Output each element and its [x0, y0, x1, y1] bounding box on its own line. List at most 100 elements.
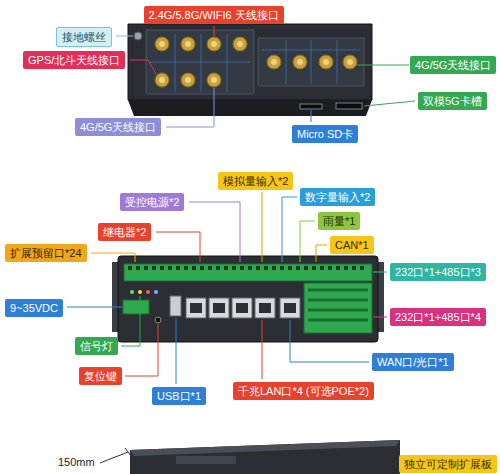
sma-antenna-pin: [271, 59, 277, 65]
router-top-view: [128, 24, 372, 116]
callout-text: 扩展预留口*24: [10, 246, 82, 260]
leader-line: [91, 253, 135, 262]
callout-label: CAN*1: [330, 236, 374, 254]
card-slot: [300, 104, 322, 109]
router-front-panel: [112, 256, 384, 342]
leader-line: [311, 110, 312, 122]
callout-text: 4G/5G天线接口: [80, 120, 156, 134]
router-front-panel: [118, 256, 378, 342]
router-front-panel: [308, 290, 368, 320]
sma-antenna-connector: [293, 55, 307, 69]
callout-text: 独立可定制扩展板: [404, 457, 492, 471]
callout-text: 接地螺丝: [62, 30, 106, 44]
router-front-panel: [304, 283, 372, 333]
leader-line: [214, 26, 215, 36]
callout-text: 232口*1+485口*4: [395, 310, 481, 324]
callout-label: USB口*1: [152, 387, 206, 405]
leader-line: [290, 320, 369, 362]
callout-label: 继电器*2: [98, 223, 151, 241]
leader-line: [67, 307, 123, 308]
callout-label: 独立可定制扩展板: [399, 455, 497, 473]
callout-label: 4G/5G天线接口: [75, 118, 161, 136]
leader-line: [373, 317, 387, 318]
router-front-panel: [155, 317, 161, 323]
card-slot: [336, 103, 362, 109]
callout-text: Micro SD卡: [297, 127, 353, 141]
sma-antenna-connector: [233, 37, 247, 51]
ground-screw: [134, 32, 142, 40]
router-front-panel: [124, 264, 372, 281]
callout-text: 数字量输入*2: [305, 190, 370, 204]
callout-text: USB口*1: [157, 389, 201, 403]
dimension-label: 150mm: [58, 455, 95, 469]
callout-label: 2.4G/5.8G/WIFI6 天线接口: [144, 6, 284, 24]
sma-antenna-pin: [323, 59, 329, 65]
callout-label: 双模5G卡槽: [418, 92, 487, 110]
router-top-view: [128, 100, 372, 116]
callout-text: 受控电源*2: [125, 195, 179, 209]
expansion-board-device: [130, 440, 400, 474]
leader-line: [282, 197, 297, 262]
callout-text: 2.4G/5.8G/WIFI6 天线接口: [149, 8, 279, 22]
router-front-panel: [123, 300, 149, 314]
leader-line: [130, 60, 156, 74]
callout-label: 232口*1+485口*4: [390, 308, 486, 326]
sma-antenna-connector: [267, 55, 281, 69]
callout-label: 扩展预留口*24: [5, 244, 87, 262]
sma-antenna-connector: [319, 55, 333, 69]
callout-label: Micro SD卡: [292, 125, 358, 143]
leader-line: [357, 65, 409, 66]
expansion-board-device: [130, 440, 400, 456]
callout-label: 雨量*1: [318, 212, 360, 230]
leader-line: [121, 296, 140, 346]
router-front-panel: [138, 290, 142, 294]
leader-line: [300, 221, 315, 262]
callout-label: 千兆LAN口*4 (可选POE*2): [233, 382, 374, 400]
leader-line: [156, 232, 200, 262]
callout-text: 复位键: [84, 369, 117, 383]
leader-line: [373, 272, 387, 273]
router-front-panel: [146, 290, 150, 294]
callout-label: 4G/5G天线接口: [410, 56, 496, 74]
callout-text: CAN*1: [335, 238, 369, 252]
router-top-view: [128, 24, 372, 100]
callout-label: 信号灯: [75, 337, 118, 355]
sma-antenna-pin: [185, 41, 191, 47]
sma-antenna-connector: [207, 37, 221, 51]
leader-line: [176, 318, 177, 384]
callout-label: 232口*1+485口*3: [390, 263, 486, 281]
callout-label: WAN口/光口*1: [372, 353, 454, 371]
callout-label: 模拟量输入*2: [218, 172, 293, 190]
dimension-line: [125, 448, 131, 456]
sma-antenna-pin: [159, 41, 165, 47]
callout-label: 复位键: [79, 367, 122, 385]
callout-text: 232口*1+485口*3: [395, 265, 481, 279]
expansion-board-device: [176, 456, 236, 464]
callout-text: 信号灯: [80, 339, 113, 353]
callout-label: 接地螺丝: [56, 27, 112, 47]
dimension-line: [100, 452, 128, 463]
callout-label: 9~35VDC: [5, 299, 63, 317]
callout-text: 雨量*1: [323, 214, 355, 228]
leader-line: [125, 324, 158, 376]
card-slot: [300, 103, 362, 109]
leader-line: [116, 26, 415, 127]
callout-text: GPS/北斗天线接口: [28, 53, 120, 67]
dimension-line: [100, 448, 131, 463]
sma-antenna-connector: [181, 37, 195, 51]
leader-line: [262, 320, 263, 379]
leader-line: [316, 245, 327, 262]
leader-line: [116, 36, 133, 37]
callout-text: 双模5G卡槽: [423, 94, 482, 108]
expansion-board-device: [130, 440, 400, 474]
sma-antenna-pin: [297, 59, 303, 65]
router-front-panel: [130, 290, 134, 294]
sma-antenna-pin: [211, 41, 217, 47]
leader-line: [67, 192, 387, 384]
sma-antenna-connector: [155, 73, 169, 87]
callout-text: 4G/5G天线接口: [415, 58, 491, 72]
sma-antenna-pin: [211, 77, 217, 83]
sma-antenna-pin: [185, 77, 191, 83]
sma-antenna-pin: [237, 41, 243, 47]
sma-antenna-connector: [181, 73, 195, 87]
